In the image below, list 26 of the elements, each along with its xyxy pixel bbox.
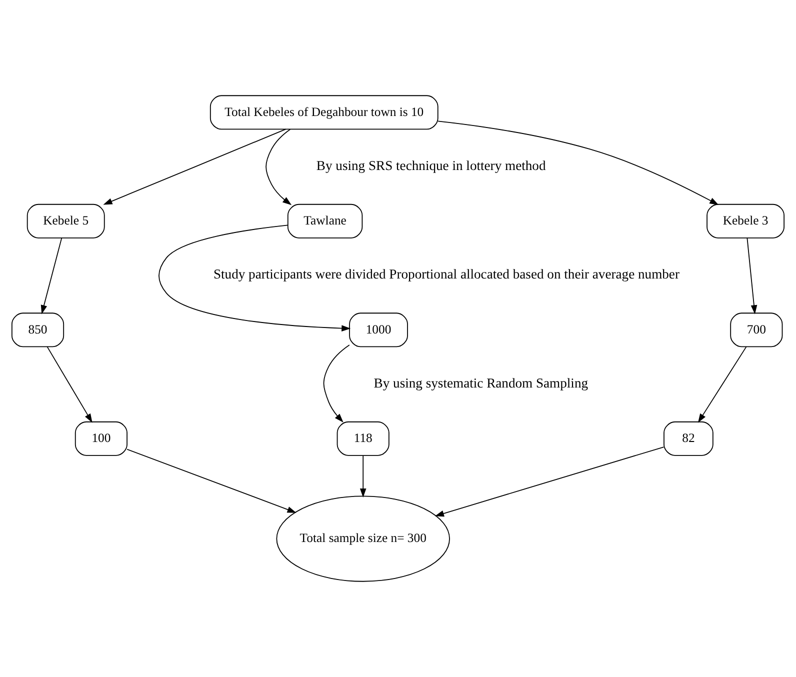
- node-box: Kebele 3: [706, 204, 785, 238]
- arrow: [158, 224, 351, 332]
- arrow: [323, 344, 350, 423]
- node-box: 100: [74, 421, 128, 456]
- node-box: 118: [336, 421, 390, 456]
- label: By using systematic Random Sampling: [374, 375, 588, 390]
- arrow: [746, 238, 758, 314]
- node-box: Tawlane: [287, 204, 363, 238]
- node-box: 850: [11, 312, 64, 348]
- arrow: [40, 238, 62, 314]
- arrow: [126, 448, 296, 513]
- node-box: Kebele 5: [26, 204, 105, 238]
- arrow: [434, 446, 664, 517]
- node-box: Total Kebeles of Degahbour town is 10: [210, 95, 438, 130]
- arrow: [266, 128, 292, 206]
- arrow: [698, 346, 747, 423]
- node-box: 1000: [349, 312, 408, 348]
- arrow: [46, 346, 92, 423]
- arrow: [438, 120, 719, 206]
- arrow: [103, 128, 286, 205]
- node-ellipse: Total sample size n= 300: [276, 496, 450, 582]
- label: Study participants were divided Proportional allocated based on their average number: [213, 266, 680, 282]
- node-box: 700: [730, 312, 783, 348]
- node-box: 82: [664, 421, 714, 456]
- arrow: [360, 455, 366, 498]
- label: By using SRS technique in lottery method: [316, 158, 546, 173]
